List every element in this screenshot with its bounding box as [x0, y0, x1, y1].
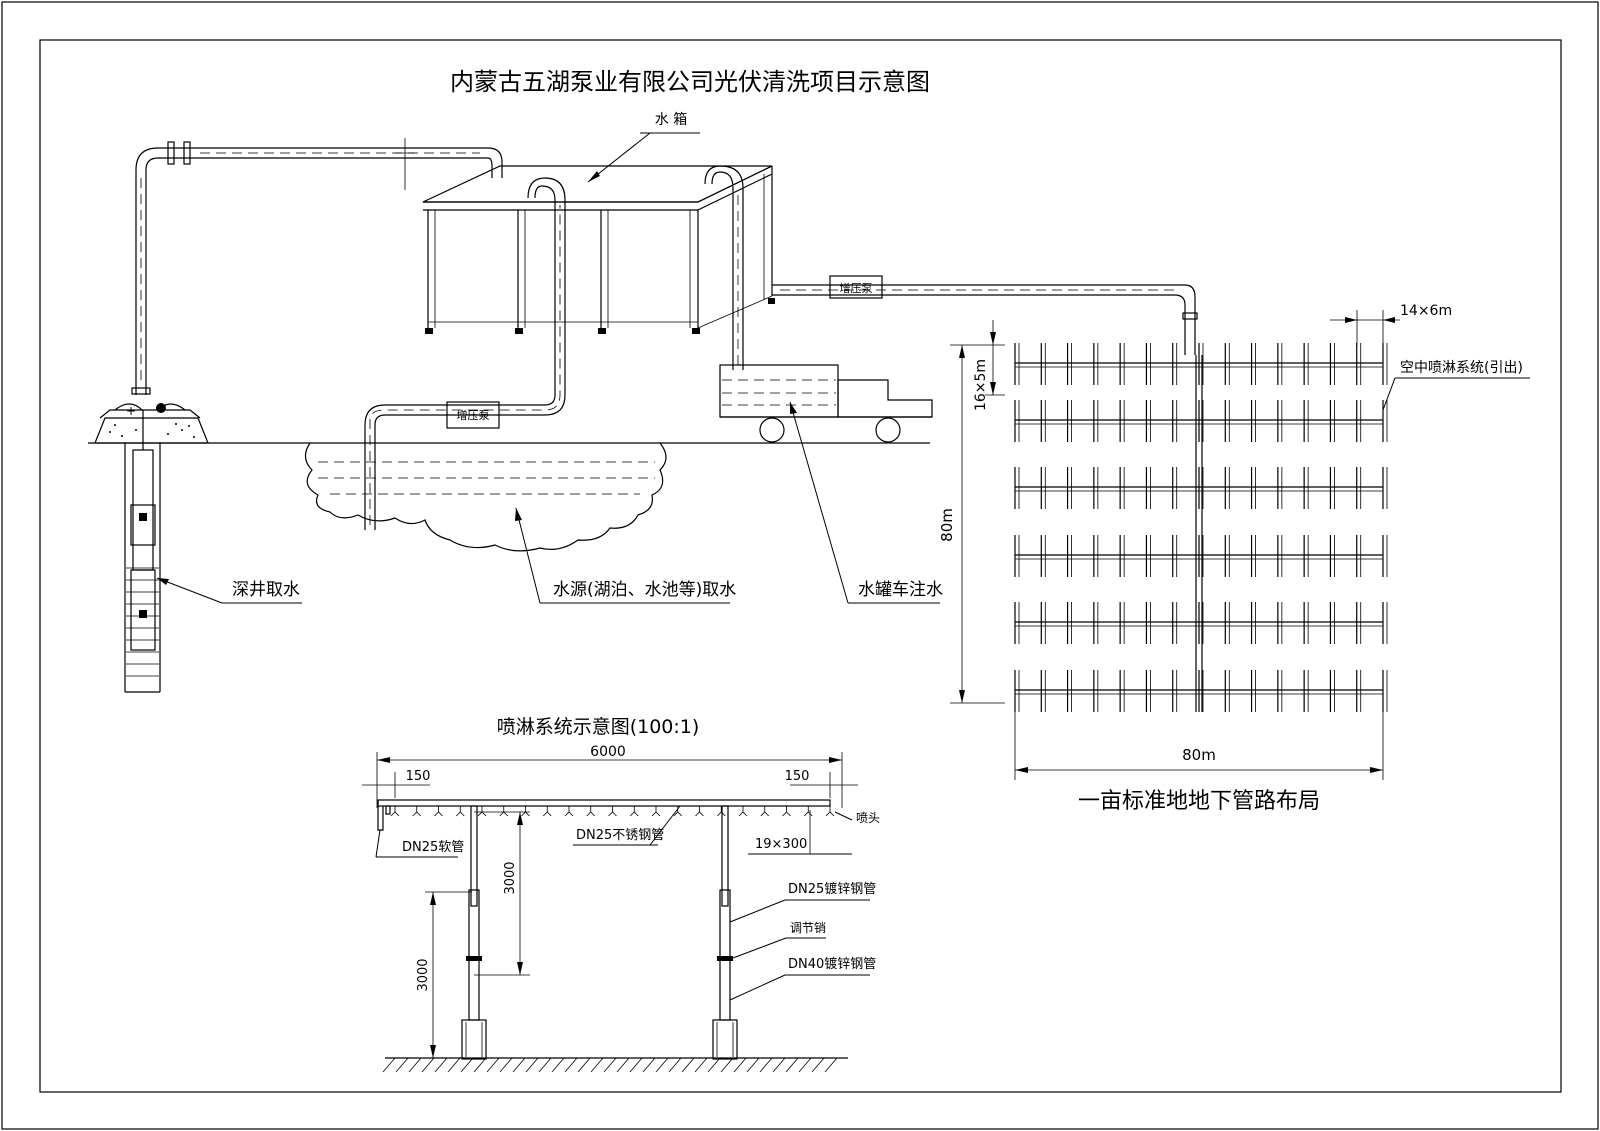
well-riser-pipe [131, 138, 503, 395]
spray-height-lower-dim: 3000 [416, 958, 431, 991]
spray-nozzle [760, 806, 770, 817]
spray-nozzle [390, 806, 400, 817]
spray-nozzle [738, 806, 748, 817]
booster-pump-lower [446, 401, 500, 429]
deep-well-label: 深井取水 [232, 580, 300, 600]
grid-height-dim: 80m [938, 508, 956, 542]
water-source-label: 水源(湖泊、水池等)取水 [553, 580, 736, 600]
dn25-stainless-label: DN25不锈钢管 [576, 828, 664, 843]
water-tank [422, 165, 775, 334]
spray-section-title: 喷淋系统示意图(100:1) [497, 716, 700, 738]
spray-top-dimensions [362, 752, 858, 808]
spray-nozzle [803, 806, 813, 817]
spray-nozzle [695, 806, 704, 817]
spray-nozzle [412, 806, 422, 817]
nozzle-label: 喷头 [856, 811, 880, 825]
spray-nozzle [542, 806, 552, 817]
spray-left-dim: 150 [406, 769, 431, 784]
spray-nozzles [390, 806, 835, 817]
grid-rows-dim: 16×5m [973, 359, 989, 411]
booster-pump-upper-label: 增压泵 [840, 281, 873, 295]
grid-dimensions [950, 310, 1400, 780]
nozzle-spacing-dim: 19×300 [755, 837, 807, 852]
booster-pump-upper [829, 275, 883, 299]
spray-height-dimensions [425, 811, 530, 1058]
grid-supply-pipe [772, 284, 1198, 355]
spray-nozzle [651, 806, 661, 817]
dn40-galv-label: DN40镀锌钢管 [788, 956, 876, 972]
water-tank-label: 水 箱 [655, 112, 687, 128]
booster-pump-lower-label: 增压泵 [457, 408, 490, 422]
dn25-hose-label: DN25软管 [402, 840, 464, 855]
spray-total-dim: 6000 [590, 744, 626, 760]
lake-pipe [364, 177, 566, 530]
spray-nozzle [825, 806, 835, 817]
spray-nozzle [608, 806, 617, 817]
deep-well: + [94, 403, 209, 693]
ground-hatch [382, 1057, 848, 1073]
spray-nozzle [564, 806, 574, 817]
lake [304, 442, 667, 552]
inner-frame [39, 39, 1562, 1093]
grid-width-dim: 80m [1182, 746, 1216, 764]
spray-post-right [712, 805, 738, 1060]
spray-nozzle [782, 806, 791, 817]
spray-nozzle [629, 806, 639, 817]
spray-height-upper-dim: 3000 [503, 861, 518, 894]
spray-nozzle [716, 806, 726, 817]
spray-post-left [461, 805, 487, 1060]
svg-text:+: + [126, 404, 136, 418]
spray-header-pipe [377, 799, 831, 831]
spray-nozzle [434, 806, 443, 817]
aerial-spray-label: 空中喷淋系统(引出) [1400, 360, 1523, 376]
spray-nozzle [455, 806, 465, 817]
spray-right-dim: 150 [785, 769, 810, 784]
truck-pipe [704, 165, 744, 370]
grid-branch-dim: 14×6m [1400, 303, 1452, 319]
main-title: 内蒙古五湖泵业有限公司光伏清洗项目示意图 [450, 68, 930, 96]
grid-title: 一亩标准地地下管路布局 [1078, 789, 1320, 814]
tanker-truck-label: 水罐车注水 [858, 580, 943, 600]
adjust-pin-label: 调节销 [790, 921, 826, 935]
tanker-truck [719, 364, 933, 443]
dn25-galv-label: DN25镀锌钢管 [788, 881, 876, 897]
spray-nozzle [586, 806, 596, 817]
underground-pipe-grid [1014, 343, 1388, 712]
